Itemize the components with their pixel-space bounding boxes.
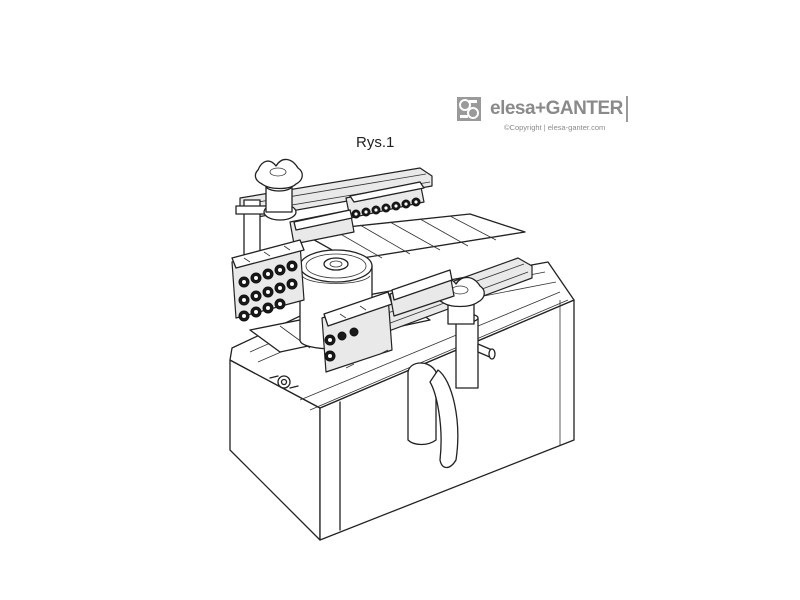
roller-guide-lower bbox=[321, 269, 455, 373]
left-clamp bbox=[235, 158, 303, 263]
brand-copyright: ©Copyright | elesa-ganter.com bbox=[504, 123, 606, 132]
brand-logo: elesa+GANTER ©Copyright | elesa-ganter.c… bbox=[456, 96, 636, 140]
roller-guide-upper bbox=[289, 181, 425, 245]
figure-label: Rys.1 bbox=[356, 134, 395, 151]
brand-mark-icon bbox=[457, 97, 481, 121]
roller-guide-left bbox=[231, 239, 305, 322]
brand-name: elesa+GANTER bbox=[490, 96, 628, 122]
